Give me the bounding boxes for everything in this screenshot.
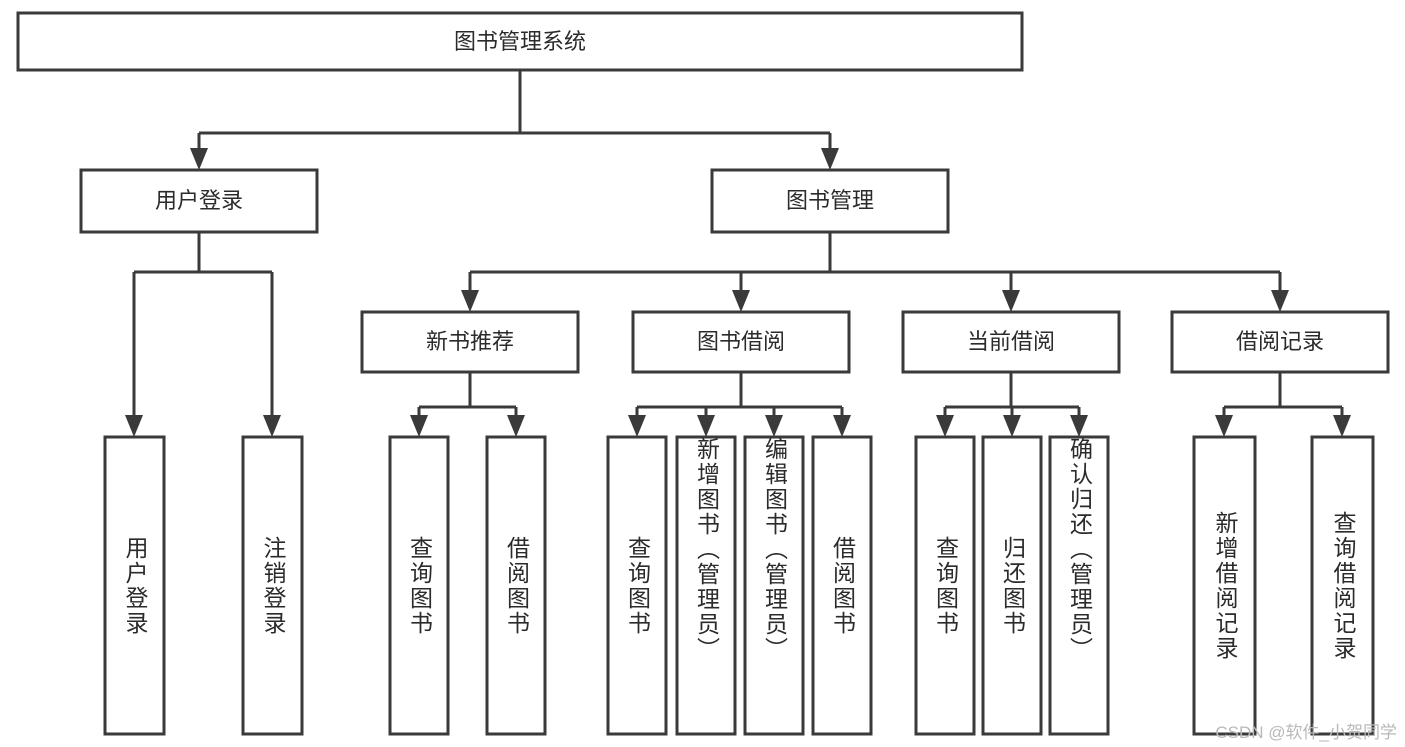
node-book-borrow[interactable]: 图书借阅 bbox=[631, 310, 851, 374]
node-leaf-borrow-book-rec-box[interactable] bbox=[485, 435, 547, 736]
node-leaf-logout-box[interactable] bbox=[241, 435, 304, 736]
arrowhead-leaf-borrow-book-rec bbox=[507, 415, 525, 437]
node-new-book-rec-box[interactable] bbox=[360, 310, 580, 374]
node-leaf-query-book-rec-box[interactable] bbox=[388, 435, 450, 736]
arrowhead-leaf-add-book bbox=[697, 415, 715, 437]
connector-book-manage-bus bbox=[468, 232, 1282, 296]
node-leaf-return-book-box[interactable] bbox=[981, 435, 1043, 736]
node-book-manage[interactable]: 图书管理 bbox=[710, 168, 950, 234]
node-borrow-record-label: 借阅记录 bbox=[1236, 329, 1324, 354]
node-book-manage-box[interactable] bbox=[710, 168, 950, 234]
node-leaf-query-record-box[interactable] bbox=[1310, 435, 1375, 736]
connector-book-borrow-bus bbox=[635, 372, 844, 422]
node-leaf-user-login-box[interactable] bbox=[103, 435, 166, 736]
arrowhead-leaf-logout bbox=[263, 415, 281, 437]
csdn-watermark: CSDN @软件_小贺同学 bbox=[1215, 723, 1397, 742]
connector-user-login-bus bbox=[132, 232, 274, 422]
arrowhead-leaf-query-record bbox=[1333, 415, 1351, 437]
node-borrow-record-box[interactable] bbox=[1170, 310, 1390, 374]
node-book-manage-label: 图书管理 bbox=[786, 188, 874, 213]
arrowhead-new-book-rec bbox=[461, 290, 479, 312]
connector-layer bbox=[125, 70, 1351, 437]
node-current-borrow[interactable]: 当前借阅 bbox=[901, 310, 1121, 374]
node-root[interactable]: 图书管理系统 bbox=[16, 11, 1024, 72]
node-leaf-edit-book-box[interactable] bbox=[743, 435, 805, 736]
arrowhead-user-login bbox=[190, 148, 208, 170]
arrowhead-leaf-query-book-bb bbox=[628, 415, 646, 437]
node-new-book-rec[interactable]: 新书推荐 bbox=[360, 310, 580, 374]
node-leaf-add-record-box[interactable] bbox=[1192, 435, 1257, 736]
arrowhead-leaf-confirm-return bbox=[1070, 415, 1088, 437]
node-leaf-borrow-book-bb-box[interactable] bbox=[811, 435, 873, 736]
connector-borrow-record-bus bbox=[1222, 372, 1344, 422]
node-book-borrow-label: 图书借阅 bbox=[697, 329, 785, 354]
arrowhead-current-borrow bbox=[1002, 290, 1020, 312]
arrowhead-book-borrow bbox=[732, 290, 750, 312]
node-leaf-query-book-cb-box[interactable] bbox=[914, 435, 976, 736]
connector-root-bus bbox=[197, 70, 832, 155]
node-current-borrow-label: 当前借阅 bbox=[967, 329, 1055, 354]
node-current-borrow-box[interactable] bbox=[901, 310, 1121, 374]
node-user-login-box[interactable] bbox=[79, 168, 319, 234]
node-borrow-record[interactable]: 借阅记录 bbox=[1170, 310, 1390, 374]
connector-new-book-rec-bus bbox=[417, 372, 518, 422]
arrowhead-leaf-add-record bbox=[1215, 415, 1233, 437]
node-leaf-query-book-bb-box[interactable] bbox=[606, 435, 668, 736]
node-root-label: 图书管理系统 bbox=[454, 29, 586, 54]
leaf-box-layer[interactable] bbox=[103, 435, 1375, 736]
node-book-borrow-box[interactable] bbox=[631, 310, 851, 374]
node-root-box[interactable] bbox=[16, 11, 1024, 72]
arrowhead-leaf-query-book-cb bbox=[936, 415, 954, 437]
node-new-book-rec-label: 新书推荐 bbox=[426, 329, 514, 354]
arrowhead-leaf-query-book-rec bbox=[410, 415, 428, 437]
arrowhead-leaf-user-login bbox=[125, 415, 143, 437]
connector-current-borrow-bus bbox=[943, 372, 1081, 422]
node-user-login-label: 用户登录 bbox=[155, 188, 243, 213]
arrowhead-book-manage bbox=[821, 148, 839, 170]
arrowhead-leaf-borrow-book-bb bbox=[833, 415, 851, 437]
node-leaf-confirm-return-box[interactable] bbox=[1048, 435, 1110, 736]
arrowhead-leaf-return-book bbox=[1003, 415, 1021, 437]
node-leaf-add-book-box[interactable] bbox=[675, 435, 737, 736]
arrowhead-borrow-record bbox=[1271, 290, 1289, 312]
node-user-login[interactable]: 用户登录 bbox=[79, 168, 319, 234]
arrowhead-leaf-edit-book bbox=[765, 415, 783, 437]
